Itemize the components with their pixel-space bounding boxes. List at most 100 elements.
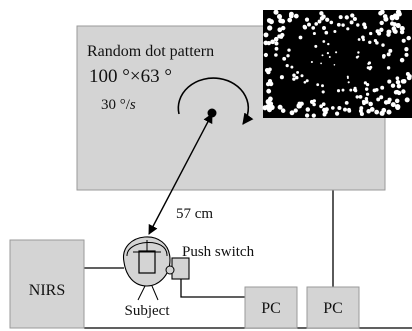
random-dot [374,87,379,92]
random-dot [350,13,355,18]
random-dot [333,64,336,66]
random-dot [405,71,410,77]
random-dot [380,85,385,90]
random-dot [263,52,268,58]
random-dot [299,101,304,106]
random-dot [369,31,373,36]
random-dot [317,19,322,24]
random-dot [401,78,407,84]
random-dot [401,89,406,94]
random-dot [364,87,369,91]
random-dot [387,97,392,102]
random-dot [319,11,324,16]
random-dot [287,17,293,23]
pc-left-box [244,286,298,329]
distance-label: 57 cm [176,206,213,222]
random-dot [328,56,331,58]
random-dot [280,18,286,24]
random-dot [303,80,307,84]
random-dot [386,109,392,115]
random-dot [389,14,395,20]
random-dot [395,23,401,29]
random-dot [270,39,275,45]
random-dot [382,54,386,58]
random-dot [357,51,360,54]
random-dot [305,79,309,83]
random-dot [327,42,330,46]
random-dot [399,57,405,63]
random-dot [302,25,308,30]
random-dot [287,48,291,52]
random-dot [293,108,298,113]
random-dot [349,20,354,25]
random-dot [395,104,401,110]
random-dot [349,88,353,92]
push-switch-label: Push switch [182,244,255,260]
random-dot [305,107,311,112]
nirs-label: NIRS [29,282,65,299]
random-dot [322,112,327,117]
random-dot [390,83,396,88]
random-dot [276,14,283,20]
random-dot [311,113,316,118]
random-dot [316,83,320,87]
random-dot [322,40,326,43]
random-dot [392,28,397,34]
random-dot [365,92,370,96]
random-dot [267,78,273,84]
random-dot [363,81,367,85]
random-dot [288,11,294,17]
random-dot [396,84,402,89]
random-dot [379,95,384,100]
random-dot [404,47,409,52]
random-dot [314,44,318,48]
random-dot [386,29,391,34]
random-dot [311,26,316,30]
random-dot [304,17,310,22]
random-dot [396,11,402,17]
random-dot [357,38,361,41]
random-dot [314,22,319,26]
random-dot [359,106,364,111]
speed-label: 30 °/s [101,97,136,113]
random-dot [406,35,411,41]
random-dot [319,16,325,21]
random-dot [321,54,324,57]
random-dot [338,15,343,20]
random-dot [366,109,371,114]
random-dot [399,25,405,32]
random-dot [324,30,329,35]
random-dot [274,46,279,51]
random-dot [381,107,387,113]
random-dot [263,40,269,46]
random-dot [273,9,279,15]
random-dot [364,97,369,101]
random-dot [394,98,400,104]
random-dot [334,111,340,116]
random-dot [386,52,391,57]
random-dot [356,23,360,27]
random-dot [277,34,282,39]
pc-right-label: PC [323,300,343,317]
pc-right-box [306,286,360,329]
random-dot [319,104,324,109]
switch-to-pc-wire [180,279,245,298]
random-dot [361,35,365,40]
random-dot [267,25,273,31]
random-dot [390,102,396,108]
nirs-box [9,239,85,329]
random-dot [321,102,326,107]
random-dot [274,53,278,57]
random-dot [330,106,335,110]
random-dot [352,16,357,22]
random-dot [295,75,299,80]
random-dot [395,79,401,85]
random-dot [393,90,399,95]
random-dot [292,73,296,77]
random-dot [383,16,389,22]
random-dot [341,88,345,92]
random-dot [355,56,359,59]
random-dot [379,27,384,32]
random-dot [379,9,385,15]
